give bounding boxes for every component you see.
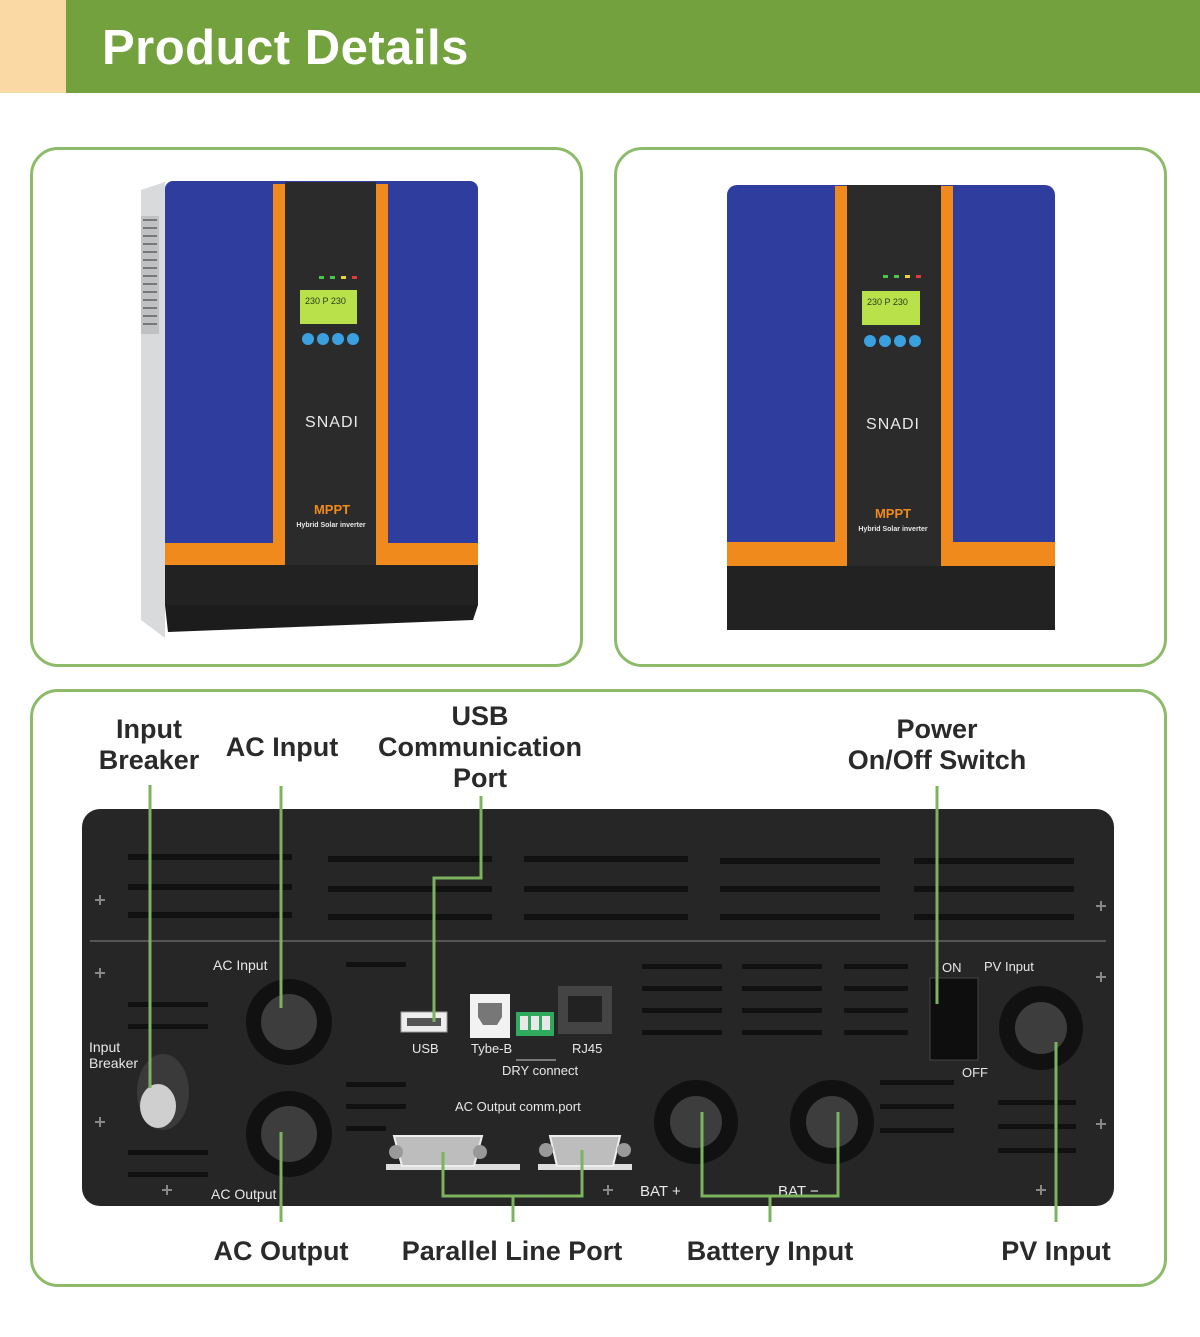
panel-label-usb: USB <box>412 1041 439 1056</box>
inverter-angle-image: 230 P 230 SNADI MPPT Hybrid Solar invert… <box>141 181 478 638</box>
header-accent-block <box>0 0 66 93</box>
panel-label-off: OFF <box>962 1065 988 1080</box>
control-buttons <box>864 335 921 347</box>
callout-parallel-text: Parallel Line Port <box>401 1236 623 1266</box>
callout-parallel-line-port: Parallel Line Port <box>392 1236 632 1267</box>
parallel-port-1 <box>392 1135 484 1167</box>
inverter-center-strip <box>285 182 376 568</box>
lcd-screen <box>300 290 357 324</box>
callout-input-breaker-line2: Breaker <box>98 745 200 775</box>
product-angle-view-panel: 230 P 230 SNADI MPPT Hybrid Solar invert… <box>30 147 583 667</box>
mounting-screws <box>95 895 1106 1195</box>
callout-ac-output: AC Output <box>204 1236 358 1267</box>
panel-label-type-b: Tybe-B <box>471 1041 512 1056</box>
callout-ac-output-text: AC Output <box>213 1236 349 1266</box>
header-bar <box>66 0 1200 93</box>
model-label: MPPT <box>314 502 350 517</box>
lower-vent-slots <box>128 962 1076 1177</box>
callout-pv-input: PV Input <box>994 1236 1118 1267</box>
brand-logo: SNADI <box>866 416 920 433</box>
panel-label-ac-output: AC Output <box>211 1186 276 1202</box>
inverter-front-image: 230 P 230 SNADI MPPT Hybrid Solar invert… <box>727 185 1055 630</box>
callout-usb-port: USB Communication Port <box>370 701 590 794</box>
lcd-readout: 230 P 230 <box>867 297 908 307</box>
callout-usb-line1: USB <box>451 701 509 731</box>
status-led-row <box>319 276 357 279</box>
side-vent-grille <box>141 216 159 334</box>
callout-ac-input-text: AC Input <box>225 732 339 762</box>
callout-battery-text: Battery Input <box>686 1236 854 1266</box>
panel-label-on: ON <box>942 960 962 975</box>
callout-power-switch: Power On/Off Switch <box>836 714 1038 776</box>
panel-label-bat-plus: BAT + <box>640 1183 681 1200</box>
parallel-port-2 <box>548 1135 622 1167</box>
product-subtitle: Hybrid Solar inverter <box>858 526 928 533</box>
page-title: Product Details <box>102 21 469 75</box>
lcd-readout: 230 P 230 <box>305 296 346 306</box>
product-front-view-panel: 230 P 230 SNADI MPPT Hybrid Solar invert… <box>614 147 1167 667</box>
callout-usb-line2: Communication <box>377 732 582 762</box>
callout-input-breaker: Input Breaker <box>92 714 206 776</box>
panel-label-pv-input: PV Input <box>984 959 1034 974</box>
panel-label-input: Input <box>89 1039 120 1055</box>
lcd-screen <box>862 291 920 325</box>
top-vent-slots <box>128 854 1074 920</box>
callout-power-line1: Power <box>896 714 978 744</box>
input-breaker-knob <box>140 1084 176 1128</box>
panel-label-dry-connect: DRY connect <box>502 1063 579 1078</box>
inverter-center-strip <box>847 185 941 570</box>
callout-power-line2: On/Off Switch <box>847 745 1027 775</box>
status-led-row <box>883 275 921 278</box>
callout-ac-input: AC Input <box>214 732 350 763</box>
callout-battery-input: Battery Input <box>678 1236 862 1267</box>
control-buttons <box>302 333 359 345</box>
product-subtitle: Hybrid Solar inverter <box>296 522 366 529</box>
callout-usb-line3: Port <box>453 763 507 793</box>
brand-logo: SNADI <box>305 414 359 431</box>
callout-input-breaker-line1: Input <box>116 714 182 744</box>
callout-leader-lines <box>148 785 1058 1222</box>
model-label: MPPT <box>875 506 911 521</box>
panel-label-ac-output-comm: AC Output comm.port <box>455 1099 581 1114</box>
callout-pv-text: PV Input <box>1001 1236 1111 1266</box>
panel-label-rj45: RJ45 <box>572 1041 602 1056</box>
panel-label-ac-input: AC Input <box>213 957 268 973</box>
panel-label-breaker: Breaker <box>89 1055 138 1071</box>
